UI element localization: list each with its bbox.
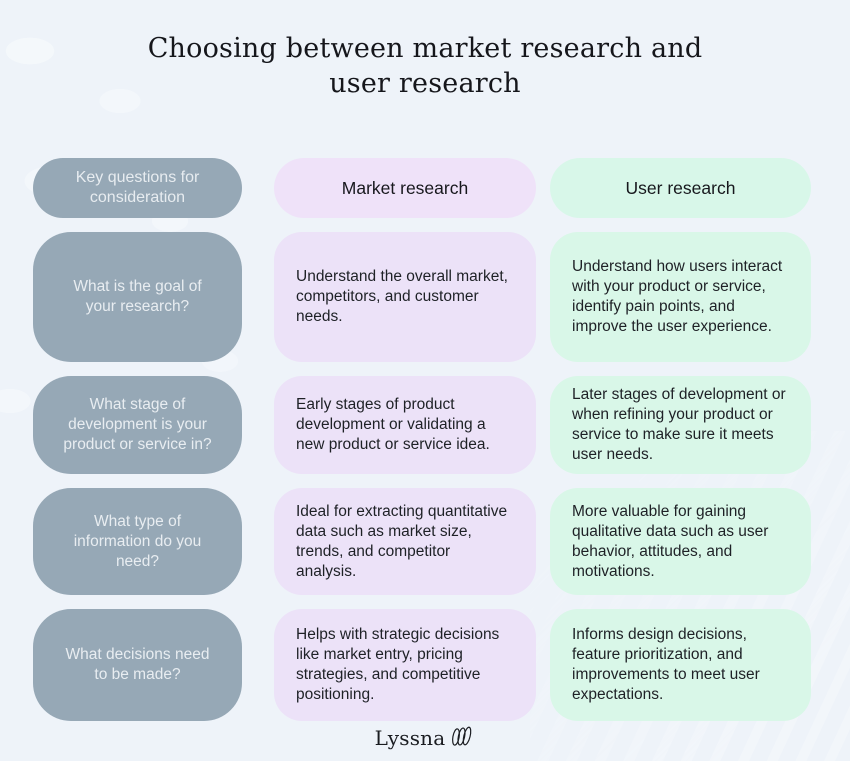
- question-text: What stage of development is your produc…: [63, 396, 212, 453]
- user-answer-stage: Later stages of development or when refi…: [550, 376, 811, 474]
- brand-wordmark: Lyssna: [374, 725, 446, 750]
- question-text: What type of information do you need?: [73, 512, 202, 570]
- answer-text: Helps with strategic decisions like mark…: [296, 626, 500, 703]
- column-header-user-research: User research: [550, 158, 811, 218]
- comparison-table: Key questions for consideration Market r…: [33, 158, 811, 721]
- user-answer-information-type: More valuable for gaining qualitative da…: [550, 488, 811, 595]
- page-title-line-2: user research: [329, 68, 521, 99]
- column-header-market-research: Market research: [274, 158, 536, 218]
- scribble-loops-icon: [449, 725, 475, 752]
- question-cell-decisions: What decisions need to be made?: [33, 609, 242, 721]
- column-header-label: User research: [625, 177, 736, 198]
- answer-text: Later stages of development or when refi…: [572, 386, 786, 463]
- market-answer-information-type: Ideal for extracting quantitative data s…: [274, 488, 536, 595]
- answer-text: Early stages of product development or v…: [296, 396, 490, 453]
- market-answer-decisions: Helps with strategic decisions like mark…: [274, 609, 536, 721]
- column-header-key-questions: Key questions for consideration: [33, 158, 242, 218]
- answer-text: Ideal for extracting quantitative data s…: [296, 502, 508, 580]
- question-cell-information-type: What type of information do you need?: [33, 488, 242, 595]
- column-header-label: Market research: [341, 177, 469, 198]
- page-title: Choosing between market research and use…: [0, 31, 850, 101]
- user-answer-decisions: Informs design decisions, feature priori…: [550, 609, 811, 721]
- market-answer-goal: Understand the overall market, competito…: [274, 232, 536, 362]
- question-cell-goal: What is the goal of your research?: [33, 232, 242, 362]
- user-answer-goal: Understand how users interact with your …: [550, 232, 811, 362]
- question-cell-stage: What stage of development is your produc…: [33, 376, 242, 474]
- answer-text: Understand the overall market, competito…: [296, 268, 508, 325]
- question-text: What is the goal of your research?: [73, 278, 202, 315]
- answer-text: More valuable for gaining qualitative da…: [572, 502, 769, 580]
- market-answer-stage: Early stages of product development or v…: [274, 376, 536, 474]
- brand-footer: Lyssna: [0, 723, 850, 752]
- column-header-label: Key questions for consideration: [75, 169, 200, 206]
- question-text: What decisions need to be made?: [65, 646, 210, 683]
- answer-text: Informs design decisions, feature priori…: [572, 626, 760, 703]
- page-title-line-1: Choosing between market research and: [147, 33, 703, 64]
- answer-text: Understand how users interact with your …: [572, 258, 783, 335]
